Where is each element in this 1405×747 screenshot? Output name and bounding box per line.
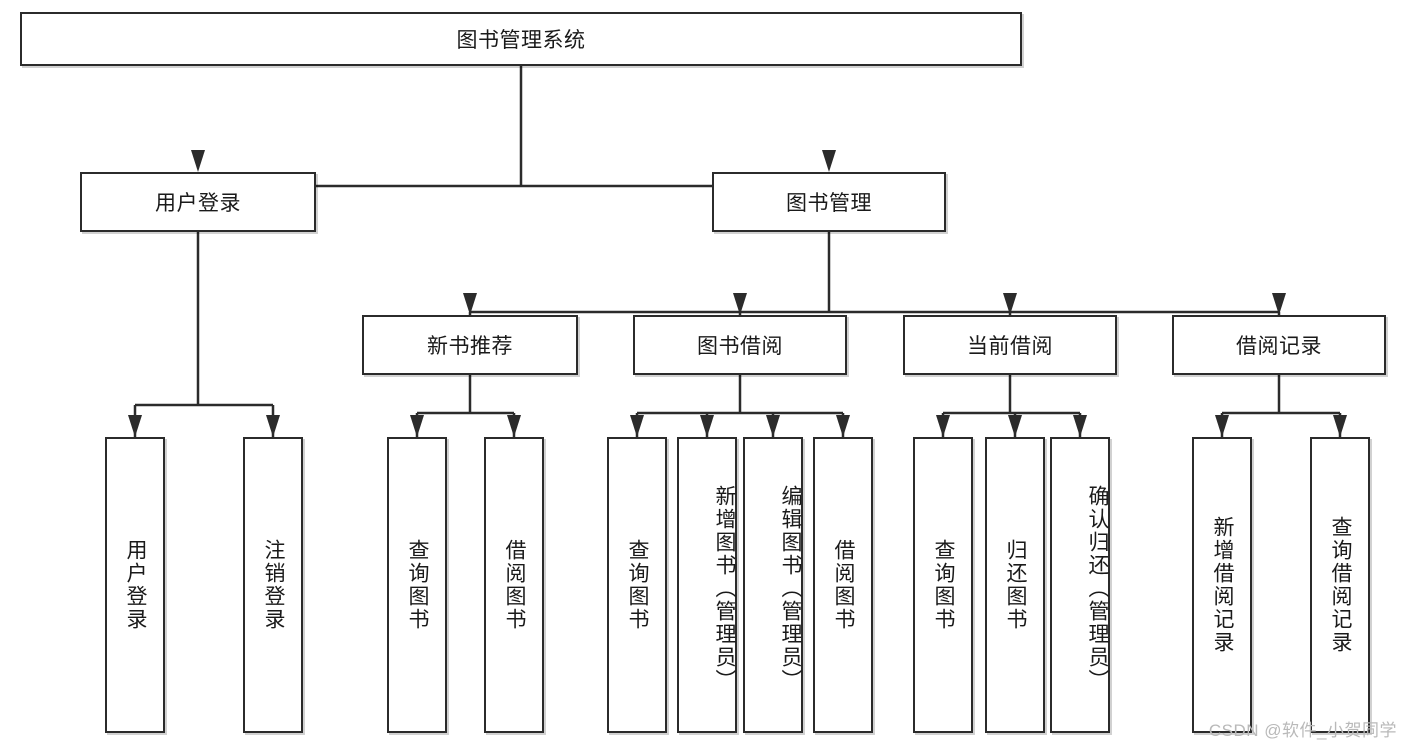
- node-root[interactable]: 图书管理系统: [20, 12, 1022, 66]
- arrow-head: [1008, 415, 1022, 437]
- node-label-book-borrow: 图书借阅: [697, 335, 783, 358]
- node-label-leaf-rec-query: 查询图书: [406, 539, 430, 631]
- node-leaf-cb-query[interactable]: 查询图书: [913, 437, 973, 733]
- node-label-leaf-cb-query: 查询图书: [932, 539, 956, 631]
- node-label-current-borrow: 当前借阅: [967, 335, 1053, 358]
- node-label-leaf-cb-return: 归还图书: [1004, 539, 1028, 631]
- arrow-head: [410, 415, 424, 437]
- node-leaf-bb-edit[interactable]: 编辑图书（管理员）: [743, 437, 803, 733]
- node-leaf-logout[interactable]: 注销登录: [243, 437, 303, 733]
- arrow-head: [766, 415, 780, 437]
- arrow-head: [1272, 293, 1286, 315]
- node-new-book-rec[interactable]: 新书推荐: [362, 315, 578, 375]
- arrow-head: [266, 415, 280, 437]
- node-book-mgmt[interactable]: 图书管理: [712, 172, 946, 232]
- node-label-leaf-bb-query: 查询图书: [626, 539, 650, 631]
- node-label-leaf-br-add: 新增借阅记录: [1211, 516, 1235, 654]
- node-leaf-br-query[interactable]: 查询借阅记录: [1310, 437, 1370, 733]
- node-leaf-cb-return[interactable]: 归还图书: [985, 437, 1045, 733]
- node-leaf-bb-borrow[interactable]: 借阅图书: [813, 437, 873, 733]
- watermark-label: CSDN @软件_小贺同学: [1208, 721, 1397, 740]
- arrow-head: [1073, 415, 1087, 437]
- node-leaf-rec-borrow[interactable]: 借阅图书: [484, 437, 544, 733]
- arrow-head: [630, 415, 644, 437]
- arrow-head: [507, 415, 521, 437]
- node-label-user-login: 用户登录: [155, 192, 241, 215]
- node-label-leaf-cb-confirm: 确认归还（管理员）: [1086, 484, 1109, 692]
- node-label-leaf-br-query: 查询借阅记录: [1329, 516, 1353, 654]
- arrow-head: [822, 150, 836, 172]
- node-leaf-br-add[interactable]: 新增借阅记录: [1192, 437, 1252, 733]
- node-label-leaf-bb-edit: 编辑图书（管理员）: [779, 484, 802, 692]
- arrow-head: [1333, 415, 1347, 437]
- arrow-head: [128, 415, 142, 437]
- node-leaf-bb-add[interactable]: 新增图书（管理员）: [677, 437, 737, 733]
- arrow-head: [463, 293, 477, 315]
- node-label-root: 图书管理系统: [456, 29, 586, 52]
- arrow-head: [1003, 293, 1017, 315]
- node-book-borrow[interactable]: 图书借阅: [633, 315, 847, 375]
- node-label-new-book-rec: 新书推荐: [427, 335, 513, 358]
- node-current-borrow[interactable]: 当前借阅: [903, 315, 1117, 375]
- node-label-leaf-rec-borrow: 借阅图书: [503, 539, 527, 631]
- node-label-leaf-bb-borrow: 借阅图书: [832, 539, 856, 631]
- node-label-book-mgmt: 图书管理: [786, 192, 872, 215]
- arrow-head: [936, 415, 950, 437]
- arrow-head: [1215, 415, 1229, 437]
- node-borrow-record[interactable]: 借阅记录: [1172, 315, 1386, 375]
- node-label-leaf-logout: 注销登录: [262, 539, 286, 631]
- node-label-borrow-record: 借阅记录: [1236, 335, 1322, 358]
- node-leaf-user-login[interactable]: 用户登录: [105, 437, 165, 733]
- arrow-head: [700, 415, 714, 437]
- node-label-leaf-user-login: 用户登录: [124, 539, 148, 631]
- node-leaf-rec-query[interactable]: 查询图书: [387, 437, 447, 733]
- node-label-leaf-bb-add: 新增图书（管理员）: [713, 484, 736, 692]
- node-leaf-cb-confirm[interactable]: 确认归还（管理员）: [1050, 437, 1110, 733]
- node-user-login[interactable]: 用户登录: [80, 172, 316, 232]
- arrow-head: [733, 293, 747, 315]
- arrow-head: [191, 150, 205, 172]
- node-leaf-bb-query[interactable]: 查询图书: [607, 437, 667, 733]
- arrow-head: [836, 415, 850, 437]
